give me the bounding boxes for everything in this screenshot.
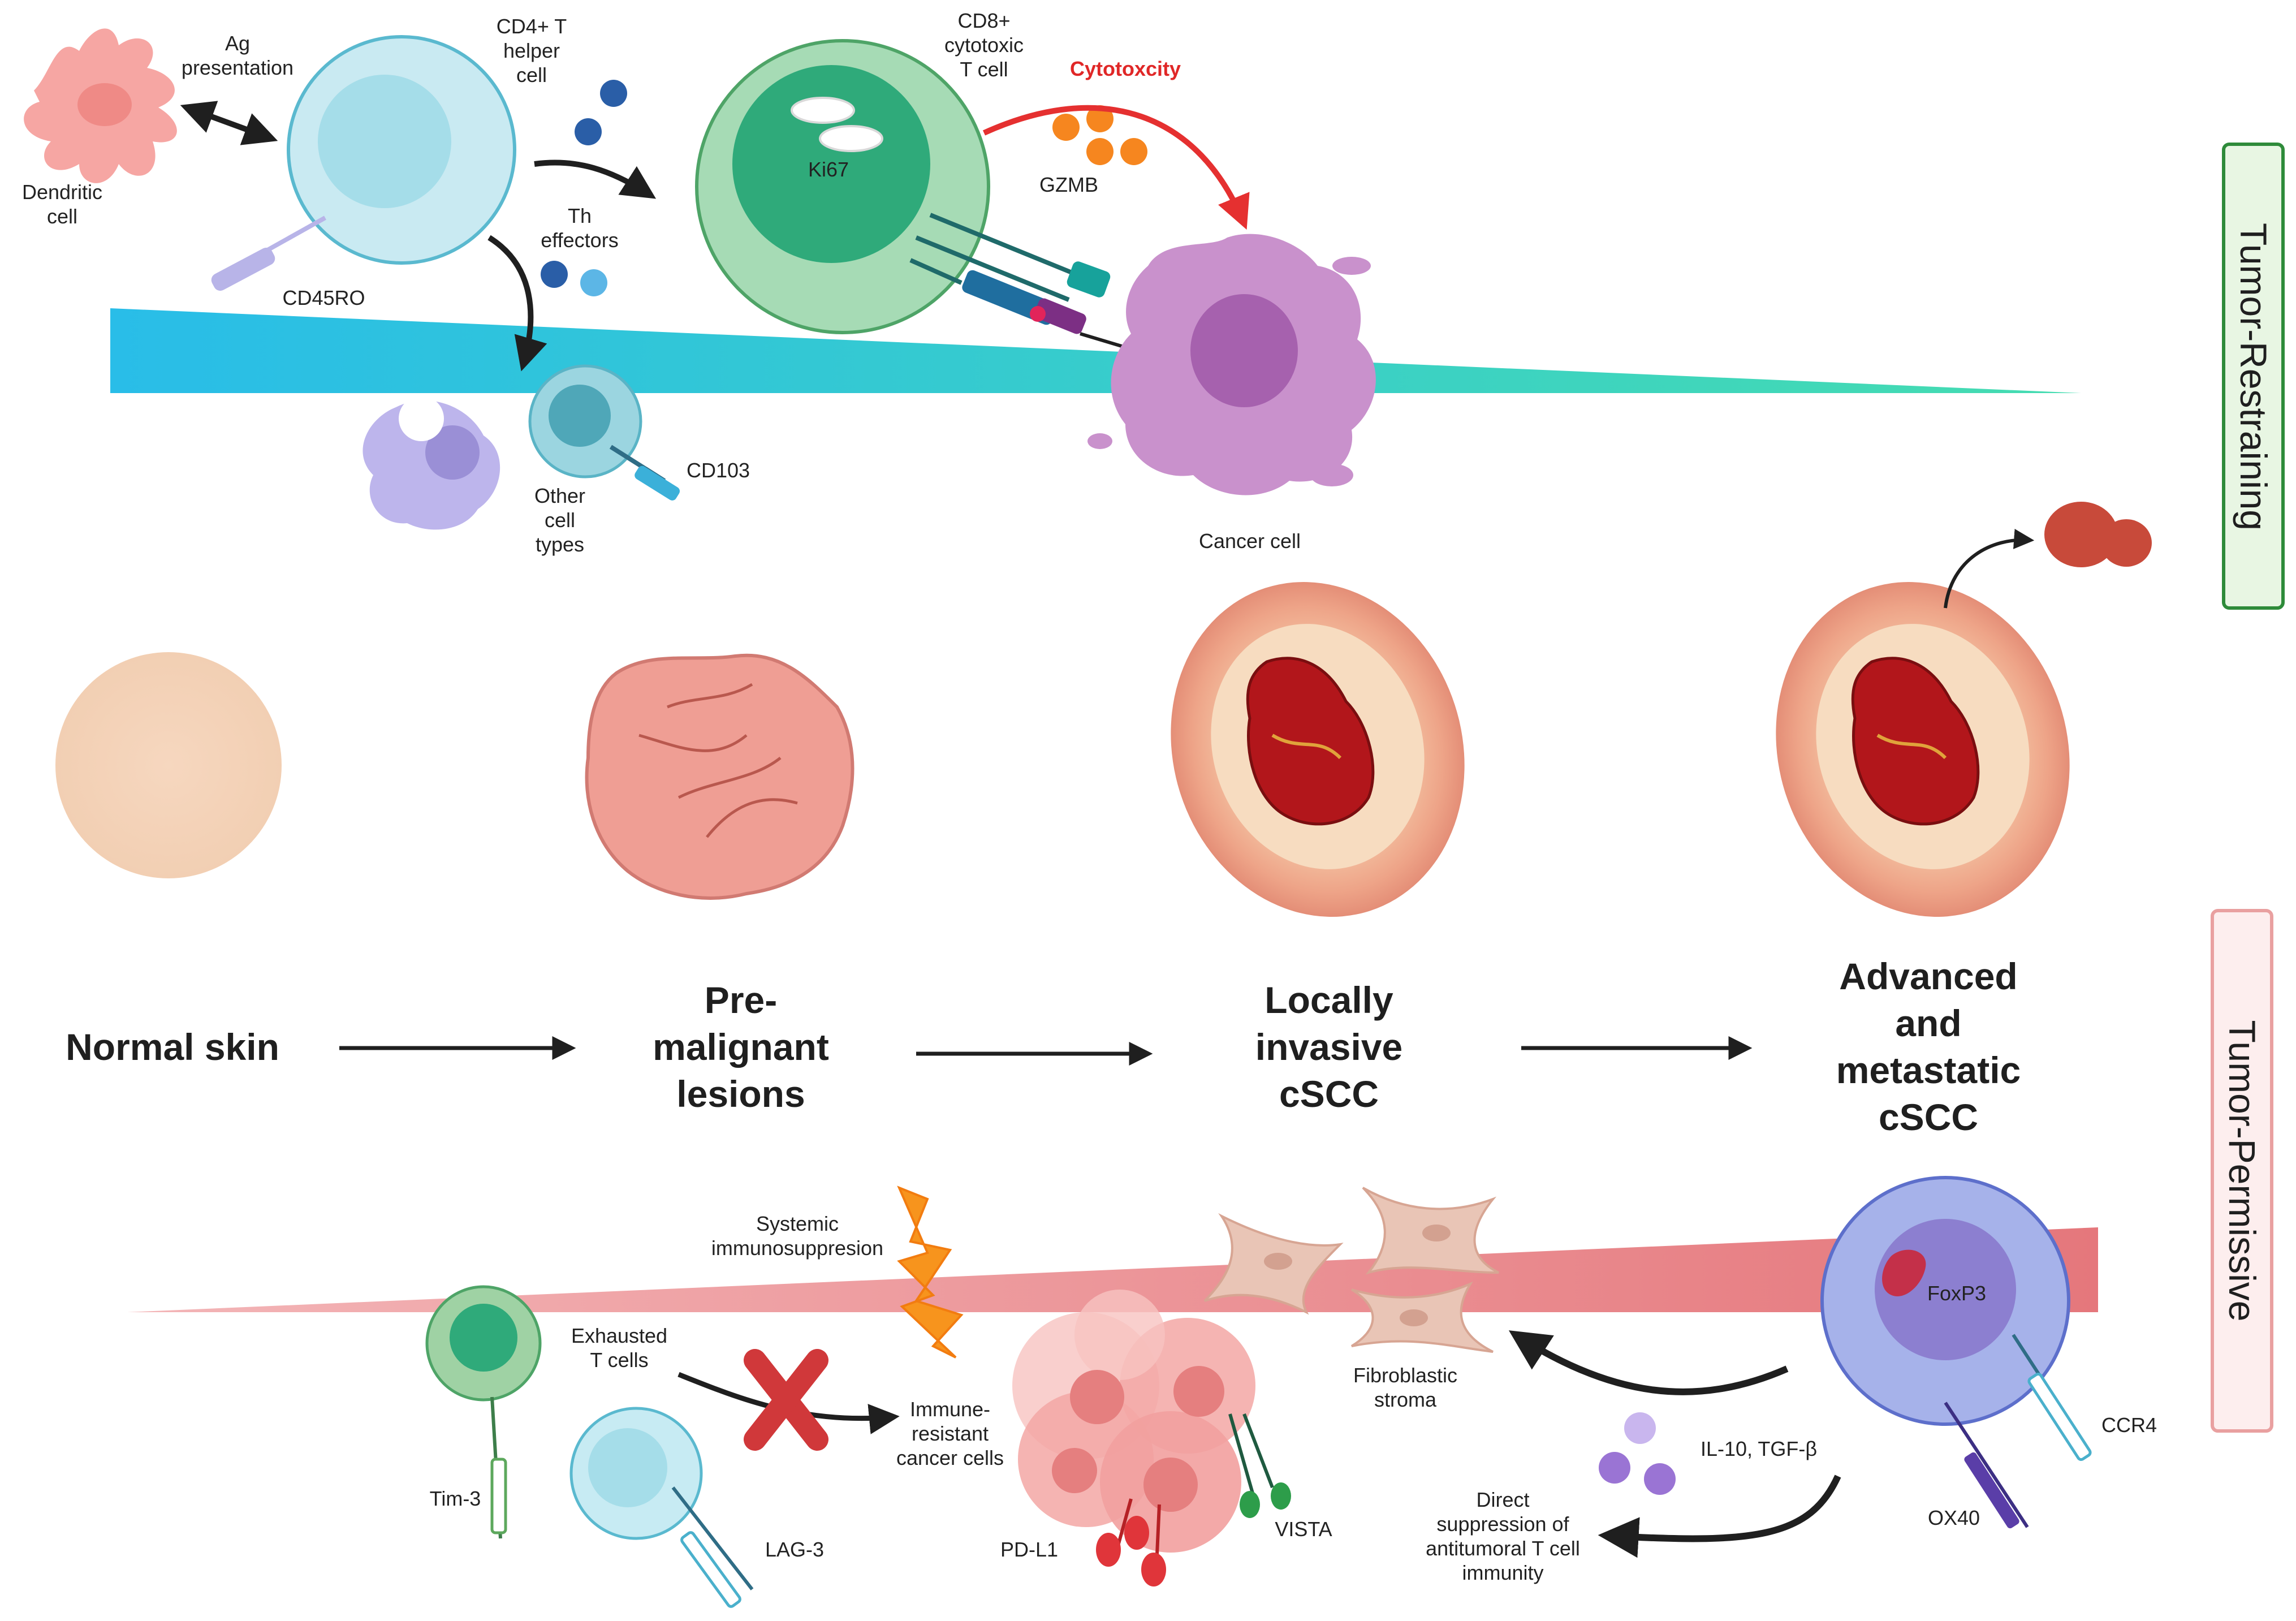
cytokine-dot-icon: [1599, 1452, 1630, 1484]
cytokine-dot-icon: [580, 269, 607, 296]
cd4-t-helper-cell-icon: [287, 35, 516, 265]
permissive-gradient-wedge: [127, 1227, 2098, 1312]
immune-resistant-cancer-cells-icon: [1012, 1290, 1255, 1553]
cytokine-dot-icon: [1624, 1412, 1656, 1444]
dendritic-cell-icon: [24, 28, 177, 183]
ki67-label: Ki67: [808, 158, 849, 181]
cd8-cytotoxic-label: CD8+ cytotoxic T cell: [944, 9, 1024, 81]
treg-to-suppression-arrow: [1598, 1475, 1841, 1558]
cd103-label: CD103: [686, 459, 750, 482]
other-cell-types-icon: [362, 364, 680, 530]
cytokine-dot-icon: [1644, 1463, 1676, 1495]
cd45ro-label: CD45RO: [282, 286, 365, 309]
mhc-block-icon: [1034, 298, 1086, 334]
granzyme-dot-icon: [1052, 114, 1080, 141]
stage-premalignant: Pre- malignant lesions: [653, 979, 829, 1115]
vista-ligand-icon: [1228, 1413, 1274, 1494]
cytotoxicity-label: Cytotoxcity: [1069, 57, 1181, 80]
locally-invasive-tumor-icon: [1171, 582, 1465, 917]
pd-l1-ligand-icon: [1124, 1516, 1149, 1550]
premalignant-lesion-icon: [585, 653, 854, 900]
dendritic-cell-label: Dendritic cell: [21, 180, 103, 228]
vista-ligand-icon: [1240, 1491, 1260, 1518]
ccr4-receptor-icon: [2012, 1334, 2092, 1462]
systemic-immunosuppression-label: Systemic immunosuppresion: [711, 1212, 884, 1260]
block-x-icon: [744, 1349, 828, 1451]
lag3-label: LAG-3: [765, 1538, 825, 1561]
cancer-cell-icon: [1087, 234, 1376, 495]
cytokine-dot-icon: [575, 118, 602, 145]
cd4-to-cd8-arrow: [534, 159, 657, 199]
cd8-cytotoxic-t-cell-icon: [695, 39, 990, 334]
exhausted-t-cells-label: Exhausted T cells: [571, 1324, 668, 1372]
pd-l1-ligand-icon: [1096, 1533, 1121, 1567]
cd4-to-effectors-arrow: [487, 235, 547, 372]
pd-l1-ligand-icon: [1141, 1553, 1166, 1586]
tumor-permissive-box: [2211, 909, 2273, 1433]
tumor-restraining-label: Tumor-Restraining: [2233, 222, 2275, 531]
il10-tgfb-label: IL-10, TGF-β: [1700, 1437, 1818, 1460]
tumor-permissive-label: Tumor-Permissive: [2221, 1020, 2263, 1322]
restraining-gradient-wedge: [110, 308, 2081, 393]
lag3-exhausted-t-cell-icon: [569, 1407, 754, 1608]
ag-presentation-arrow: [180, 101, 278, 145]
tim3-label: Tim-3: [429, 1487, 481, 1510]
ox40-receptor-icon: [1944, 1402, 2029, 1529]
tim3-exhausted-t-cell-icon: [425, 1285, 542, 1539]
vista-label: VISTA: [1275, 1517, 1332, 1541]
th-effectors-label: Th effectors: [541, 204, 619, 252]
cd4-t-helper-label: CD4+ T helper cell: [496, 15, 567, 87]
stage-advanced-metastatic: Advanced and metastatic cSCC: [1836, 955, 2021, 1138]
fibroblast-nucleus-icon: [1264, 1253, 1292, 1270]
granzyme-dot-icon: [1120, 138, 1147, 165]
cytotoxicity-arrow: [982, 105, 1250, 230]
immune-resistant-label: Immune- resistant cancer cells: [896, 1398, 1004, 1469]
ag-presentation-label: Ag presentation: [181, 32, 294, 79]
stage-normal-skin: Normal skin: [66, 1026, 279, 1068]
direct-suppression-label: Direct suppression of antitumoral T cell…: [1426, 1488, 1580, 1584]
fibroblastic-stroma-label: Fibroblastic stroma: [1353, 1364, 1458, 1411]
ccr4-label: CCR4: [2101, 1413, 2157, 1437]
cancer-cell-label: Cancer cell: [1198, 529, 1301, 553]
normal-skin-icon: [55, 652, 282, 878]
stage-locally-invasive: Locally invasive cSCC: [1255, 979, 1403, 1115]
fibroblast-nucleus-icon: [1400, 1309, 1428, 1326]
other-cell-types-label: Other cell types: [534, 484, 586, 556]
cytokine-dot-icon: [600, 80, 627, 107]
vista-ligand-icon: [1271, 1482, 1291, 1510]
gzmb-label: GZMB: [1039, 173, 1098, 196]
cytokine-dot-icon: [541, 261, 568, 288]
fibroblast-nucleus-icon: [1422, 1225, 1451, 1241]
granzyme-dot-icon: [1086, 138, 1114, 165]
cd45ro-receptor-icon: [211, 215, 326, 291]
ox40-label: OX40: [1927, 1506, 1980, 1529]
lightning-icon: [897, 1185, 964, 1359]
tcr-receptor-icon: [909, 213, 1084, 302]
granzyme-dot-icon: [1086, 105, 1114, 132]
treg-cell-icon: [1820, 1176, 2070, 1426]
pdl1-label: PD-L1: [1000, 1538, 1059, 1561]
foxp3-label: FoxP3: [1927, 1282, 1987, 1305]
metastatic-nodule-icon: [2044, 502, 2152, 567]
advanced-metastatic-tumor-icon: [1776, 582, 2070, 917]
metastasis-arrow: [1944, 529, 2035, 609]
antigen-dot-icon: [1030, 306, 1046, 322]
tcr-block-icon: [1067, 261, 1111, 298]
tumor-restraining-box: [2222, 143, 2285, 610]
treg-to-stroma-arrow: [1508, 1330, 1789, 1395]
